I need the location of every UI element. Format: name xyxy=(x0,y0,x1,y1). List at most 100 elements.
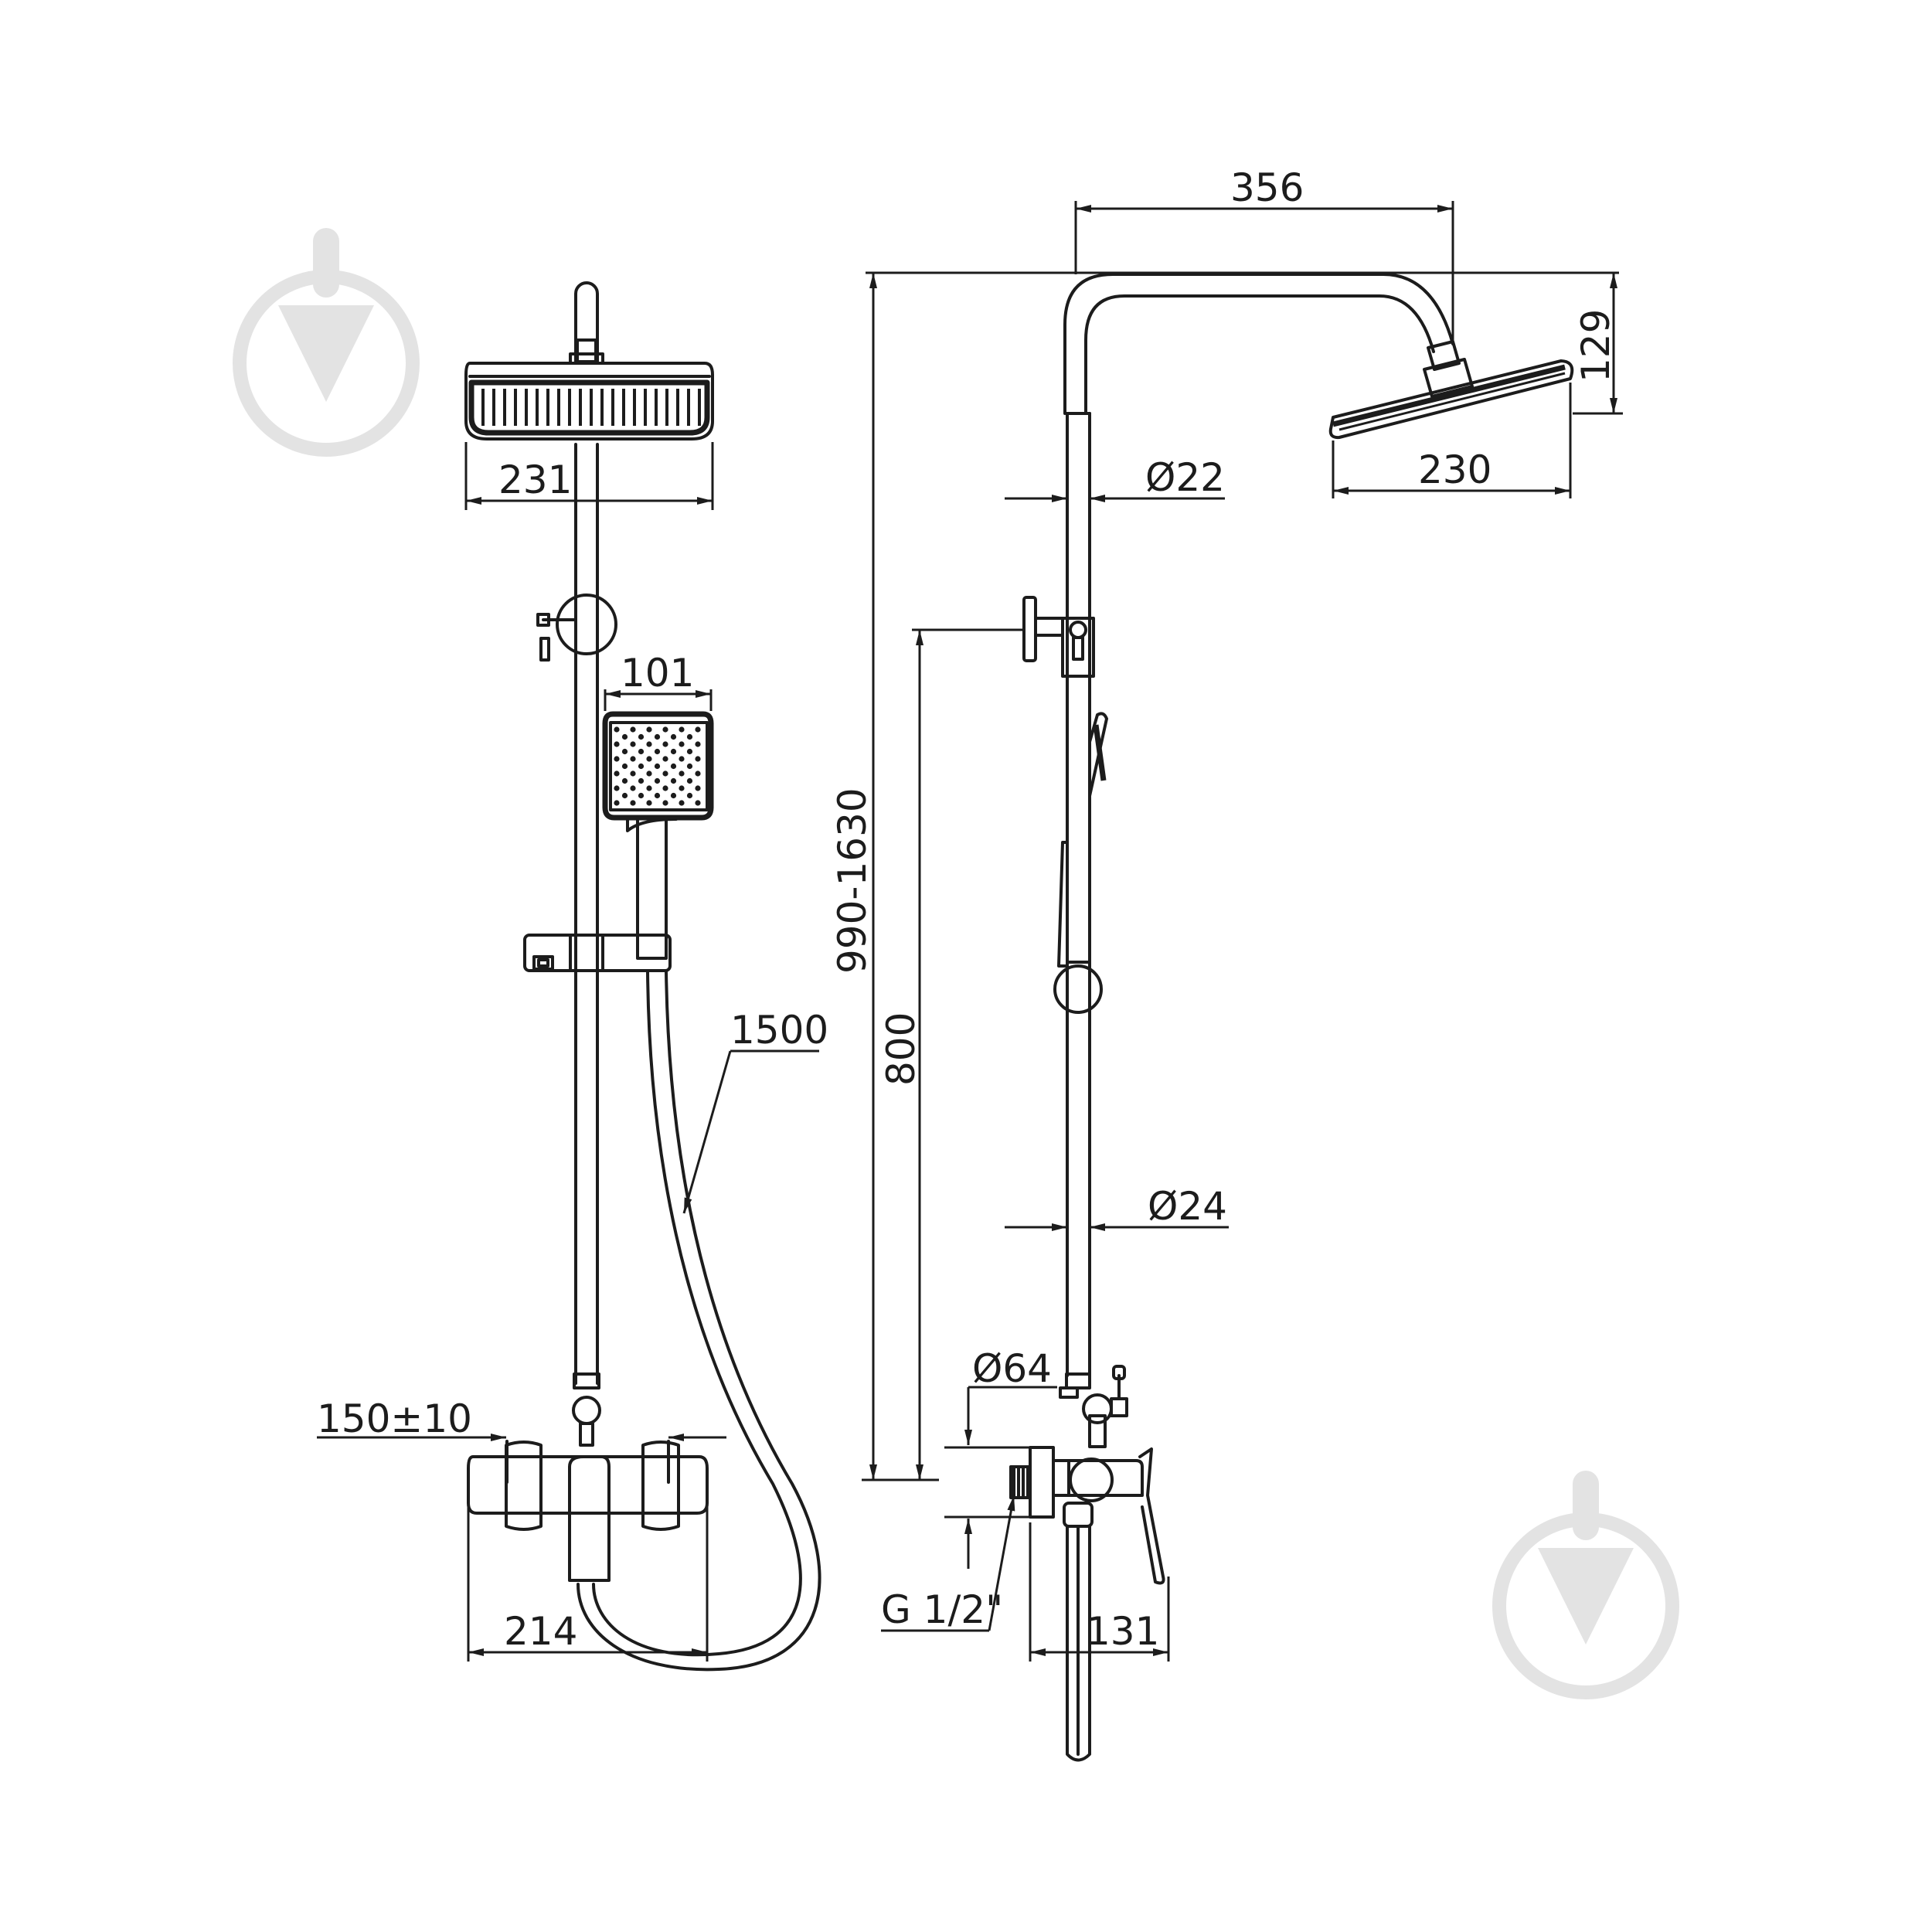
nozzle-dot xyxy=(654,777,661,784)
nozzle-dot xyxy=(614,800,620,806)
nozzle-dot xyxy=(621,748,628,755)
nozzle-slot xyxy=(536,389,539,426)
nozzle-dot xyxy=(662,726,668,733)
nozzle-dot xyxy=(686,763,693,770)
nozzle-dot xyxy=(614,756,620,762)
nozzle-dot xyxy=(630,800,636,806)
nozzle-dot xyxy=(630,726,636,733)
nozzle-dot xyxy=(621,792,628,799)
dim-arm-reach: 356 xyxy=(1230,165,1304,210)
nozzle-dot xyxy=(654,733,661,740)
nozzle-dot xyxy=(679,800,685,806)
nozzle-slot xyxy=(698,389,701,426)
nozzle-slot xyxy=(644,389,647,426)
nozzle-dot xyxy=(679,741,685,747)
dim-head-depth: 230 xyxy=(1418,447,1492,492)
dim-mixer-projection: 131 xyxy=(1086,1609,1159,1654)
dim-escutcheon-diameter: Ø64 xyxy=(972,1346,1052,1391)
nozzle-dot xyxy=(654,792,661,799)
dim-mixer-width: 214 xyxy=(504,1609,577,1654)
nozzle-dot xyxy=(662,770,668,777)
nozzle-dot xyxy=(679,785,685,791)
nozzle-slot xyxy=(557,389,560,426)
nozzle-dot xyxy=(630,741,636,747)
dim-lower-pipe-diameter: Ø24 xyxy=(1148,1184,1227,1229)
nozzle-dot xyxy=(638,748,645,755)
nozzle-slot xyxy=(611,389,614,426)
nozzle-dot xyxy=(614,741,620,747)
watermark-logo-icon xyxy=(233,228,420,457)
nozzle-dot xyxy=(670,733,677,740)
nozzle-dot xyxy=(662,800,668,806)
nozzle-dot xyxy=(670,763,677,770)
dim-slider-travel: 800 xyxy=(879,1012,923,1086)
dim-total-height: 990-1630 xyxy=(830,787,875,974)
nozzle-slot xyxy=(514,389,517,426)
nozzle-dot xyxy=(638,763,645,770)
dim-thread: G 1/2" xyxy=(881,1587,1003,1632)
nozzle-dot xyxy=(662,785,668,791)
nozzle-dot xyxy=(695,756,701,762)
nozzle-dot xyxy=(621,733,628,740)
nozzle-slot xyxy=(676,389,679,426)
front-dimensions: 231 101 1500 150±10 214 xyxy=(317,442,828,1662)
nozzle-dot xyxy=(630,785,636,791)
dim-overhead-width: 231 xyxy=(498,457,572,502)
nozzle-dot xyxy=(670,792,677,799)
nozzle-slot xyxy=(655,389,658,426)
nozzle-dot xyxy=(670,748,677,755)
nozzle-slot xyxy=(525,389,528,426)
nozzle-slot xyxy=(503,389,506,426)
nozzle-dot xyxy=(614,726,620,733)
dim-inlet-spacing: 150±10 xyxy=(317,1396,472,1441)
nozzle-dot xyxy=(621,777,628,784)
dim-hand-shower-width: 101 xyxy=(621,651,694,696)
nozzle-slot xyxy=(665,389,668,426)
nozzle-dot xyxy=(670,777,677,784)
nozzle-dot xyxy=(646,770,652,777)
nozzle-dot xyxy=(638,733,645,740)
nozzle-dot xyxy=(621,763,628,770)
nozzle-dot xyxy=(686,792,693,799)
nozzle-slot xyxy=(546,389,549,426)
nozzle-dot xyxy=(614,785,620,791)
nozzle-dot xyxy=(630,770,636,777)
dim-upper-pipe-diameter: Ø22 xyxy=(1145,455,1225,500)
nozzle-dot xyxy=(654,763,661,770)
nozzle-slot xyxy=(633,389,636,426)
nozzle-dot xyxy=(695,726,701,733)
nozzle-dot xyxy=(695,800,701,806)
nozzle-dot xyxy=(662,741,668,747)
dim-hose-length: 1500 xyxy=(730,1008,828,1053)
nozzle-dot xyxy=(654,748,661,755)
nozzle-dot xyxy=(679,770,685,777)
nozzle-dot xyxy=(686,777,693,784)
nozzle-slot xyxy=(687,389,690,426)
nozzle-dot xyxy=(646,741,652,747)
nozzle-dot xyxy=(638,777,645,784)
nozzle-dot xyxy=(679,756,685,762)
nozzle-dot xyxy=(630,756,636,762)
nozzle-dot xyxy=(695,741,701,747)
nozzle-dot xyxy=(695,785,701,791)
hand-shower-front xyxy=(602,711,714,960)
nozzle-dot xyxy=(662,756,668,762)
overhead-shower-front xyxy=(464,362,714,440)
nozzle-dot xyxy=(646,800,652,806)
nozzle-slot xyxy=(492,389,495,426)
nozzle-slot xyxy=(568,389,571,426)
nozzle-dot xyxy=(646,726,652,733)
dim-head-height: 129 xyxy=(1573,309,1618,383)
nozzle-slot xyxy=(590,389,593,426)
nozzle-dot xyxy=(686,733,693,740)
nozzle-dot xyxy=(646,785,652,791)
nozzle-dot xyxy=(638,792,645,799)
nozzle-dot xyxy=(614,770,620,777)
nozzle-dot xyxy=(686,748,693,755)
nozzle-dot xyxy=(646,756,652,762)
watermark-logo-icon xyxy=(1492,1471,1679,1699)
overhead-shower-side xyxy=(1328,340,1574,440)
front-view xyxy=(464,281,821,1672)
side-dimensions: 356 990-1630 129 230 Ø22 800 Ø24 xyxy=(830,165,1623,1662)
